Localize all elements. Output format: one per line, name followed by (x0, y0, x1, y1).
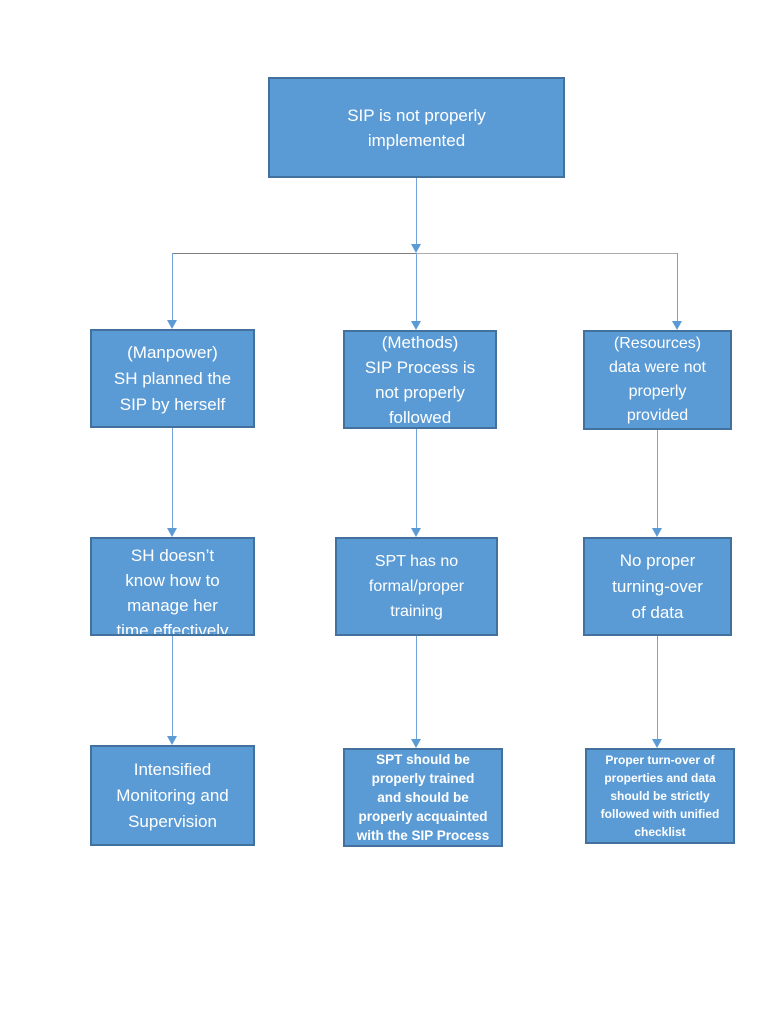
root-problem-label: SIP is not properly implemented (347, 105, 486, 150)
action-label-resources: Proper turn-over of properties and data … (600, 753, 720, 839)
subcause-box-manpower: SH doesn’t know how to manage her time e… (90, 537, 255, 636)
subcause-box-resources: No proper turning-over of data (583, 537, 732, 636)
subcause-box-methods: SPT has no formal/proper training (335, 537, 498, 636)
connector-manpower-cause-to-subcause (171, 428, 173, 528)
subcause-label-resources: No proper turning-over of data (612, 550, 703, 622)
cause-box-methods: (Methods) SIP Process is not properly fo… (343, 330, 497, 429)
arrow-down-icon (652, 528, 662, 537)
subcause-label-manpower: SH doesn’t know how to manage her time e… (116, 546, 229, 636)
connector-methods-cause-to-subcause (415, 429, 417, 528)
arrow-down-icon (167, 528, 177, 537)
connector-resources-subcause-to-action (656, 636, 658, 739)
connector-drop-resources (676, 253, 678, 321)
action-label-manpower: Intensified Monitoring and Supervision (116, 759, 229, 831)
arrow-down-icon (411, 528, 421, 537)
action-label-methods: SPT should be properly trained and shoul… (356, 752, 490, 843)
subcause-label-methods: SPT has no formal/proper training (368, 553, 465, 620)
root-problem-box: SIP is not properly implemented (268, 77, 565, 178)
branch-bar-left-segment (172, 252, 416, 254)
connector-resources-cause-to-subcause (656, 430, 658, 528)
cause-label-manpower: (Manpower) SH planned the SIP by herself (113, 342, 232, 414)
action-box-manpower: Intensified Monitoring and Supervision (90, 745, 255, 846)
cause-label-resources: (Resources) data were not properly provi… (609, 335, 706, 424)
arrow-down-icon (411, 244, 421, 253)
arrow-down-icon (652, 739, 662, 748)
arrow-down-icon (672, 321, 682, 330)
arrow-down-icon (411, 739, 421, 748)
branch-bar-right-segment (417, 252, 677, 254)
arrow-down-icon (167, 736, 177, 745)
connector-drop-manpower (171, 253, 173, 320)
connector-methods-subcause-to-action (415, 636, 417, 739)
arrow-down-icon (411, 321, 421, 330)
action-box-resources: Proper turn-over of properties and data … (585, 748, 735, 844)
cause-box-manpower: (Manpower) SH planned the SIP by herself (90, 329, 255, 428)
cause-label-methods: (Methods) SIP Process is not properly fo… (364, 332, 476, 427)
connector-manpower-subcause-to-action (171, 636, 173, 736)
connector-root-stem (415, 178, 417, 244)
arrow-down-icon (167, 320, 177, 329)
connector-drop-methods (415, 253, 417, 321)
action-box-methods: SPT should be properly trained and shoul… (343, 748, 503, 847)
cause-box-resources: (Resources) data were not properly provi… (583, 330, 732, 430)
